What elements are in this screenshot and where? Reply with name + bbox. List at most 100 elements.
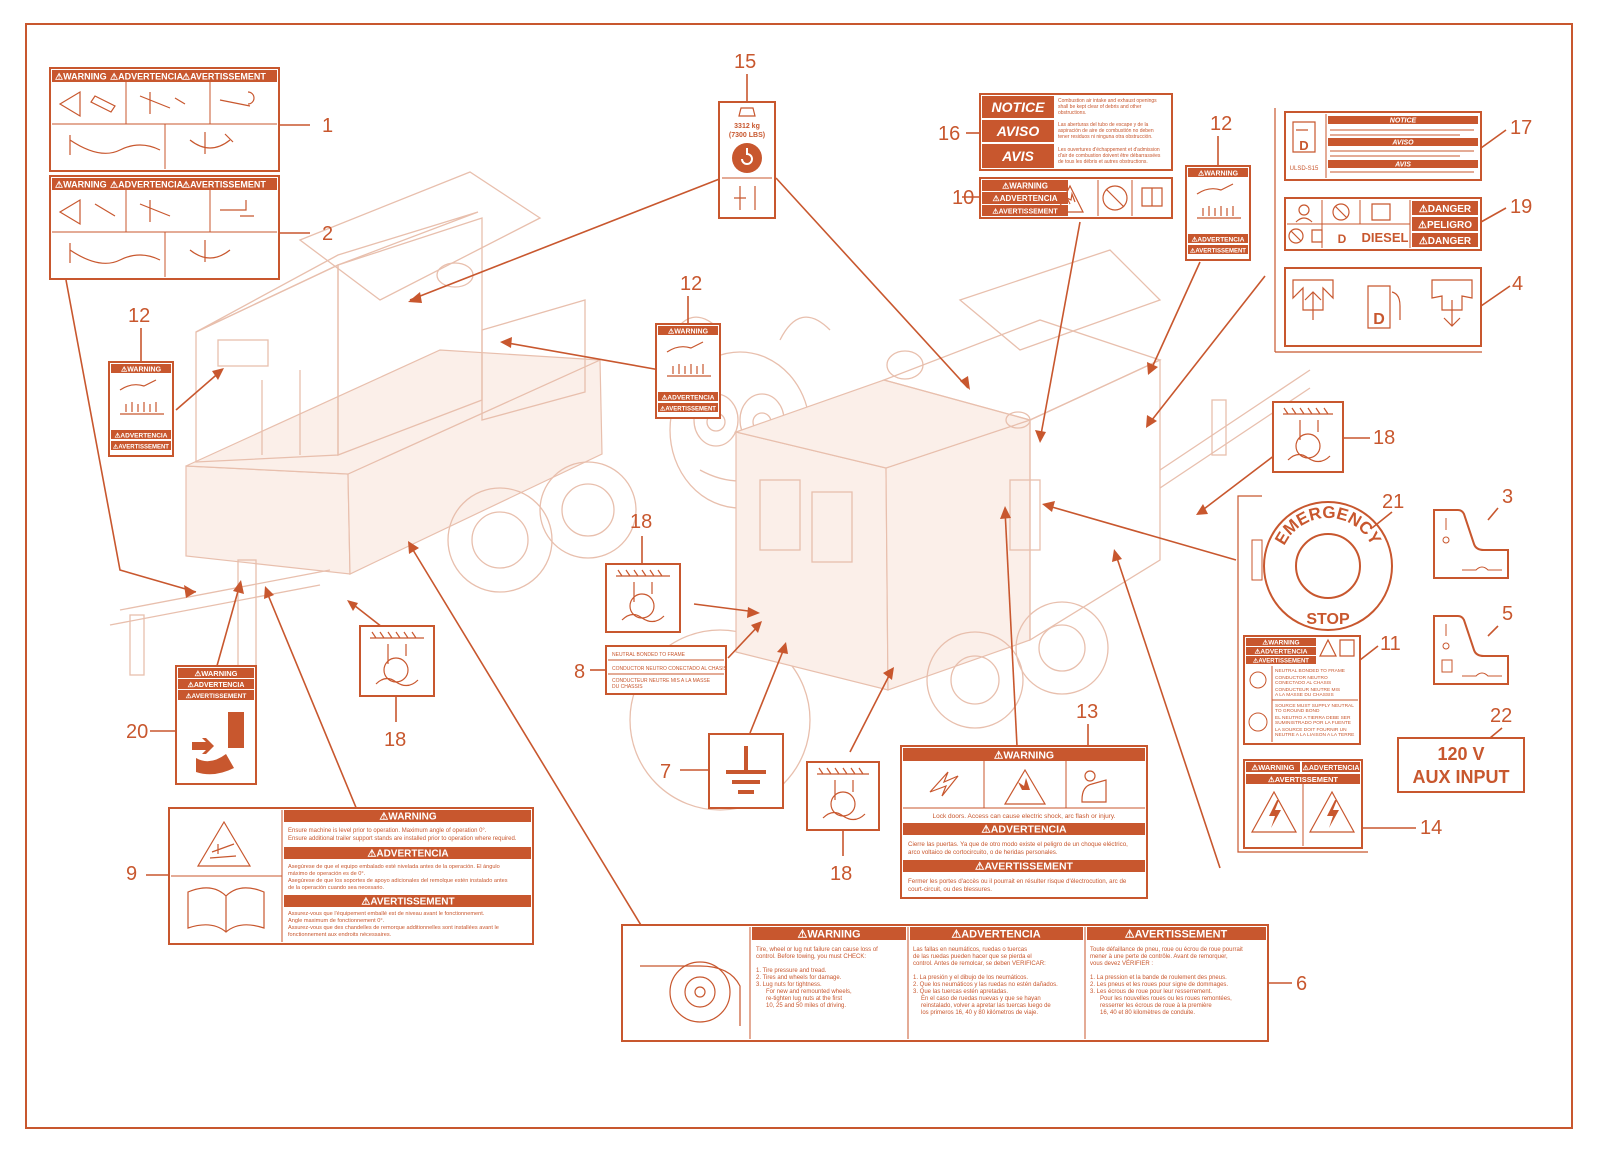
decal-6-es-9: los primeros 16, 40 y 80 kilómetros de v… [921, 1010, 1038, 1016]
decal-20-advertencia: ⚠ADVERTENCIA [188, 681, 245, 689]
decal-22-aux-input: 120 V AUX INPUT [1397, 737, 1525, 793]
decal-16-aviso: AVISO [996, 123, 1040, 139]
decal-13-en: Lock doors. Access can cause electric sh… [932, 813, 1115, 820]
decal-16-fr-1: Les ouvertures d'échappement et d'admiss… [1058, 147, 1160, 153]
decal-9-es-4: de la operación cuando sea necesario. [288, 885, 385, 891]
callout-22: 22 [1490, 705, 1512, 727]
decal-9-en-2: Ensure additional trailer support stands… [288, 836, 517, 842]
decal-16-fr-3: de tous les débris et autres obstruction… [1058, 159, 1148, 165]
decal-11-r4b: TO GROUND BOND [1275, 708, 1320, 714]
callout-3: 3 [1502, 486, 1513, 508]
decal-11-r4a: SOURCE MUST SUPPLY NEUTRAL [1275, 703, 1354, 709]
callout-12-right: 12 [1210, 113, 1232, 135]
callout-4: 4 [1512, 273, 1523, 295]
decal-6-es-2: de las ruedas pueden hacer que se pierda… [913, 954, 1032, 960]
decal-19-diesel: DIESEL [1362, 230, 1409, 245]
decal-6-fr-5: 2. Les pneus et les roues pour signe de … [1090, 982, 1228, 988]
decal-6-avertissement: ⚠AVERTISSEMENT [1125, 929, 1228, 941]
callout-10: 10 [952, 187, 974, 209]
decal-18-rotating-parts-left [359, 625, 435, 697]
decal-12b-avertissement: ⚠AVERTISSEMENT [660, 406, 716, 413]
decal-6-fr-8: resserrer les écrous de roue à la premiè… [1100, 1003, 1212, 1009]
decal-6-en-8: 10, 25 and 50 miles of driving. [766, 1003, 846, 1009]
decal-6-es-5: 2. Que los neumáticos y las ruedas no es… [913, 982, 1058, 988]
decal-4-d-glyph: D [1373, 311, 1385, 328]
callout-21: 21 [1382, 491, 1404, 513]
decal-9-es-2: máximo de operación es de 0°. [288, 871, 366, 877]
decal-6-fr-1: Toute défaillance de pneu, roue ou écrou… [1090, 947, 1243, 953]
callout-20: 20 [126, 721, 148, 743]
decal-6-es-7: En el caso de ruedas nuevas y que se hay… [921, 996, 1041, 1002]
decal-20-crush-hazard: ⚠WARNING ⚠ADVERTENCIA ⚠AVERTISSEMENT [175, 665, 257, 785]
decal-12-hot-surface-center: ⚠WARNING ⚠ADVERTENCIA ⚠AVERTISSEMENT [655, 323, 721, 419]
callout-18-left: 18 [384, 729, 406, 751]
decal-2-avertissement: ⚠AVERTISSEMENT [182, 180, 266, 190]
decal-19-d-glyph: D [1338, 232, 1347, 246]
decal-19-diesel-danger: D DIESEL ⚠DANGER ⚠PELIGRO ⚠DANGER [1284, 197, 1482, 251]
callout-7: 7 [660, 761, 671, 783]
decal-14-warning: ⚠WARNING [1252, 763, 1295, 772]
decal-6-es-6: 3. Que las tuercas estén apretadas. [913, 989, 1008, 995]
decal-16-en-1: Combustion air intake and exhaust openin… [1058, 98, 1157, 104]
decal-11-warning: ⚠WARNING [1262, 639, 1299, 647]
callout-13: 13 [1076, 701, 1098, 723]
decal-6-en-1: Tire, wheel or lug nut failure can cause… [756, 947, 878, 953]
decal-15-lifting-point: 3312 kg (7300 LBS) [718, 101, 776, 219]
decal-5-bracket [1433, 615, 1509, 685]
decal-21-emergency-stop: EMERGENCY STOP [1237, 495, 1393, 853]
decal-12b-warning: ⚠WARNING [668, 328, 709, 336]
decal-16-es-1: Las aberturas del tubo de escape y de la [1058, 122, 1149, 128]
generator-right-ghost [733, 249, 1311, 729]
callout-18-right: 18 [1373, 427, 1395, 449]
decal-15-lbs: (7300 LBS) [729, 132, 765, 139]
decal-18-rotating-parts-right [1272, 401, 1344, 473]
decal-9-avertissement: ⚠AVERTISSEMENT [361, 897, 454, 908]
decal-11-r5a: EL NEUTRO A TIERRA DEBE SER [1275, 715, 1351, 721]
callout-stubs [140, 74, 1511, 984]
decal-12c-avertissement: ⚠AVERTISSEMENT [1190, 248, 1246, 255]
decal-13-lock-doors: ⚠WARNING Lock doors. Access can cause el… [900, 745, 1148, 899]
callout-2: 2 [322, 223, 333, 245]
callout-6: 6 [1296, 973, 1307, 995]
diagram-frame [25, 23, 1573, 1129]
callout-numbers: 1 2 3 4 5 6 7 8 9 10 11 12 12 12 13 14 1… [126, 51, 1532, 995]
decal-12-hot-surface-right: ⚠WARNING ⚠ADVERTENCIA ⚠AVERTISSEMENT [1185, 165, 1251, 261]
decal-6-es-1: Las fallas en neumáticos, ruedas o tuerc… [913, 947, 1027, 953]
decal-16-notice-air-intake: NOTICE AVISO AVIS Combustion air intake … [979, 93, 1173, 171]
decal-14-electrical-hazard: ⚠WARNING ⚠ADVERTENCIA ⚠AVERTISSEMENT [1243, 759, 1363, 849]
decal-9-warning: ⚠WARNING [379, 812, 437, 823]
decal-9-es-3: Asegúrese de que los soportes de apoyo a… [288, 878, 508, 884]
decal-16-es-2: aspiración de aire de combustión no debe… [1058, 128, 1154, 134]
decal-8-line-1: NEUTRAL BONDED TO FRAME [612, 652, 686, 658]
decal-16-avis: AVIS [1001, 148, 1034, 164]
decal-6-en-4: 2. Tires and wheels for damage. [756, 975, 842, 981]
decal-15-weight: 3312 kg [734, 123, 760, 130]
decal-11-r3a: CONDUCTEUR NEUTRE MIS [1275, 687, 1340, 693]
decal-13-es-1: Cierre las puertas. Ya que de otro modo … [908, 841, 1128, 848]
decal-9-level-operation: ⚠WARNING Ensure machine is level prior t… [168, 807, 534, 945]
decal-6-fr-7: Pour les nouvelles roues ou les roues re… [1100, 996, 1232, 1002]
decal-1-avertissement: ⚠AVERTISSEMENT [182, 72, 266, 82]
decal-13-es-2: arco voltaico de cortocircuito, o de her… [908, 849, 1058, 856]
decal-20-warning: ⚠WARNING [195, 669, 238, 678]
decal-12a-warning: ⚠WARNING [121, 366, 162, 374]
callout-12-left: 12 [128, 305, 150, 327]
decal-8-neutral-bonded: NEUTRAL BONDED TO FRAME CONDUCTOR NEUTRO… [605, 645, 728, 695]
callout-18-center: 18 [630, 511, 652, 533]
decal-12b-advertencia: ⚠ADVERTENCIA [662, 394, 715, 402]
decal-17-avis: AVIS [1394, 162, 1411, 169]
callout-12-center: 12 [680, 273, 702, 295]
decal-6-en-5: 3. Lug nuts for tightness. [756, 982, 822, 988]
decal-19-danger-1: ⚠DANGER [1419, 204, 1472, 215]
decal-10-fire-warning: ⚠WARNING ⚠ADVERTENCIA ⚠AVERTISSEMENT [979, 177, 1173, 219]
decal-11-r6b: NEUTRE A LA LIAISON A LA TERRE [1275, 732, 1354, 738]
decal-3-bracket [1433, 509, 1509, 579]
decal-4-fuel-fill: D [1274, 108, 1482, 353]
callout-15: 15 [734, 51, 756, 73]
decal-6-es-3: control. Antes de remolcar, se deben VER… [913, 961, 1046, 967]
decal-11-r2b: CONECTADO AL CHASIS [1275, 680, 1331, 686]
decal-13-warning: ⚠WARNING [994, 750, 1054, 762]
decal-13-advertencia: ⚠ADVERTENCIA [981, 824, 1067, 836]
decal-11-r2a: CONDUCTOR NEUTRO [1275, 675, 1328, 681]
